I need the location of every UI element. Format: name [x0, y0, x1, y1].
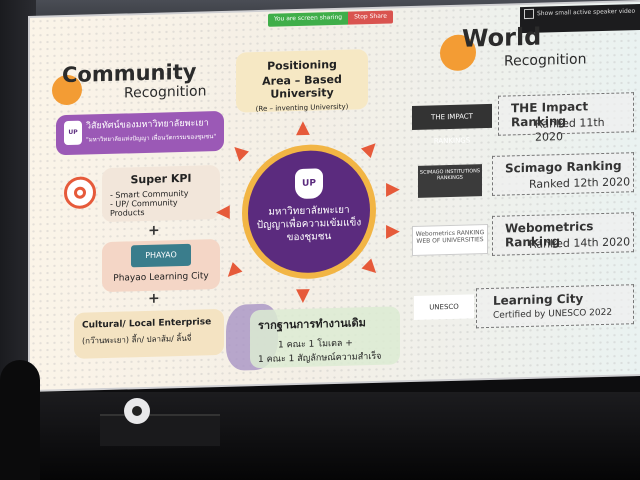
stop-share-button[interactable]: Stop Share [348, 10, 393, 25]
community-subtitle: Recognition [124, 83, 207, 102]
vision-line2: "มหาวิทยาลัยแห่งปัญญา เพื่อนวัตกรรมของชุ… [86, 133, 217, 144]
vision-banner: UP วิสัยทัศน์ของมหาวิทยาลัยพะเยา "มหาวิท… [56, 110, 224, 156]
sharing-indicator: You are screen sharing [268, 11, 349, 27]
arrow-right-icon: ▶ [386, 220, 400, 242]
foundation-line1: รากฐานการทำงานเดิม [258, 316, 366, 333]
ranking-scimago: Scimago Ranking Ranked 12th 2020 [492, 152, 634, 196]
ranking-value: Ranked 11th 2020 [535, 115, 605, 144]
positioning-box: Positioning Area – Based University (Re … [236, 49, 368, 113]
unesco-logo: UNESCO [414, 294, 474, 320]
world-title: World [462, 22, 542, 53]
super-kpi-line2: - UP/ Community Products [110, 198, 178, 218]
cultural-title: Cultural/ Local Enterprise [82, 317, 212, 331]
ranking-value: Certified by UNESCO 2022 [493, 307, 613, 321]
projector-screen: You are screen sharing Stop Share Show s… [30, 1, 640, 391]
phayao-logo: PHAYAO [131, 243, 191, 268]
plus-sign: + [148, 222, 160, 239]
arrow-up-icon: ▲ [296, 116, 310, 139]
super-kpi-box: Super KPI - Smart Community - UP/ Commun… [102, 165, 220, 223]
foundation-line3: 1 คณะ 1 สัญลักษณ์ความสำเร็จ [258, 351, 382, 366]
ranking-the: THE Impact Ranking Ranked 11th 2020 [498, 92, 634, 144]
positioning-title: Positioning [267, 57, 337, 73]
positioning-main: Area – Based University [262, 72, 342, 101]
room-floor [0, 392, 640, 480]
webcam [124, 398, 150, 424]
ranking-name: Scimago Ranking [505, 158, 622, 176]
ranking-value: Ranked 12th 2020 [529, 175, 631, 191]
university-logo-icon: UP [64, 120, 82, 146]
the-logo: THE IMPACT RANKINGS [412, 103, 492, 145]
cultural-sub: (กว๊านพะเยา) ลี้ก/ ปลาส้ม/ ลิ้นจี่ [82, 333, 192, 346]
world-subtitle: Recognition [504, 51, 587, 70]
arrow-right-icon: ▶ [386, 178, 400, 200]
ranking-learning-city: Learning City Certified by UNESCO 2022 [476, 284, 634, 329]
phayao-learning-city-label: Phayao Learning City [113, 271, 209, 284]
ranking-value: Ranked 14th 2020 [529, 235, 631, 251]
scimago-logo: SCIMAGO INSTITUTIONS RANKINGS [418, 164, 482, 198]
arrow-left-icon: ◀ [216, 200, 230, 223]
university-logo: UP [295, 168, 323, 200]
conference-monitor [100, 414, 220, 446]
webometrics-logo: Webometrics RANKING WEB OF UNIVERSITIES [412, 224, 488, 256]
phayao-learning-city-box: PHAYAO Phayao Learning City [102, 239, 220, 293]
ranking-webometrics: Webometrics Ranking Ranked 14th 2020 [492, 212, 634, 256]
audience-silhouette [0, 360, 40, 480]
foundation-box: รากฐานการทำงานเดิม 1 คณะ 1 โมเดล + 1 คณะ… [250, 306, 400, 369]
vision-line1: วิสัยทัศน์ของมหาวิทยาลัยพะเยา [86, 118, 209, 132]
plus-sign: + [148, 290, 160, 307]
arrow-down-icon: ▼ [296, 284, 310, 307]
cultural-enterprise-box: Cultural/ Local Enterprise (กว๊านพะเยา) … [74, 308, 224, 359]
super-kpi-title: Super KPI [130, 171, 192, 187]
ranking-name: Learning City [493, 291, 584, 308]
video-tip-text: Show small active speaker video [537, 7, 636, 18]
video-icon [524, 8, 534, 20]
camera-lens-icon [132, 406, 142, 416]
community-title: Community [62, 59, 197, 88]
